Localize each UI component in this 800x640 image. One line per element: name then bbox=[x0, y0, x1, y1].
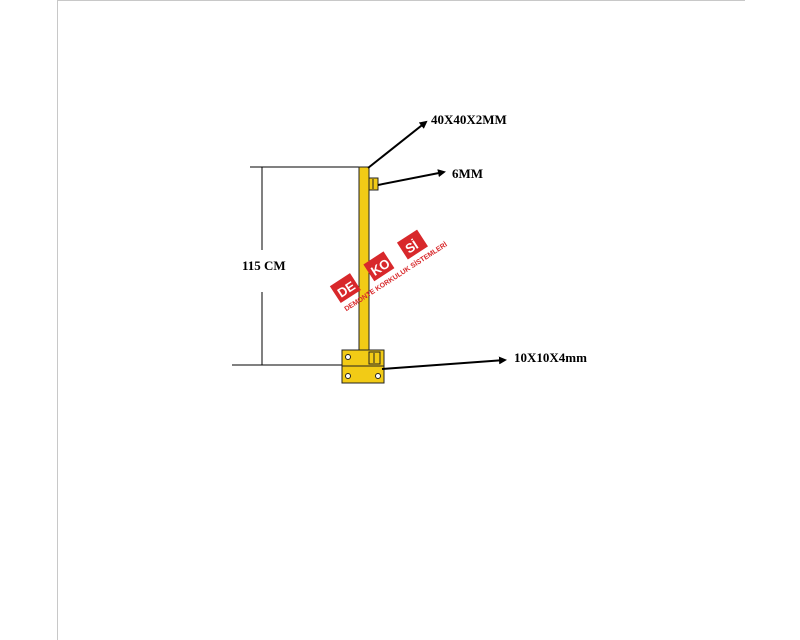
profile-arrow bbox=[367, 120, 428, 169]
watermark-logo: DE KO Sİ DEMONTE KORKULUK SİSTEMLERİ bbox=[329, 229, 449, 313]
profile-callout: 40X40X2MM bbox=[367, 112, 507, 169]
plate-hole-2 bbox=[345, 373, 351, 379]
profile-label: 40X40X2MM bbox=[431, 112, 507, 127]
plate-hole-3 bbox=[375, 373, 381, 379]
base-plate bbox=[341, 349, 385, 384]
plate-label: 10X10X4mm bbox=[514, 350, 587, 365]
plate-arrow bbox=[381, 356, 507, 370]
bolt-arrow bbox=[377, 169, 446, 186]
plate-callout: 10X10X4mm bbox=[381, 350, 587, 370]
base-plate-lower bbox=[341, 365, 385, 384]
height-dimension: 115 CM bbox=[232, 166, 364, 366]
height-label: 115 CM bbox=[242, 258, 286, 273]
post-tube bbox=[358, 166, 370, 352]
plate-hole-1 bbox=[345, 354, 351, 360]
bolt-label: 6MM bbox=[452, 166, 483, 181]
watermark-block-2 bbox=[363, 251, 395, 282]
watermark-block-1 bbox=[329, 273, 361, 304]
watermark-block-3 bbox=[396, 229, 428, 260]
bolt-callout: 6MM bbox=[377, 166, 483, 186]
